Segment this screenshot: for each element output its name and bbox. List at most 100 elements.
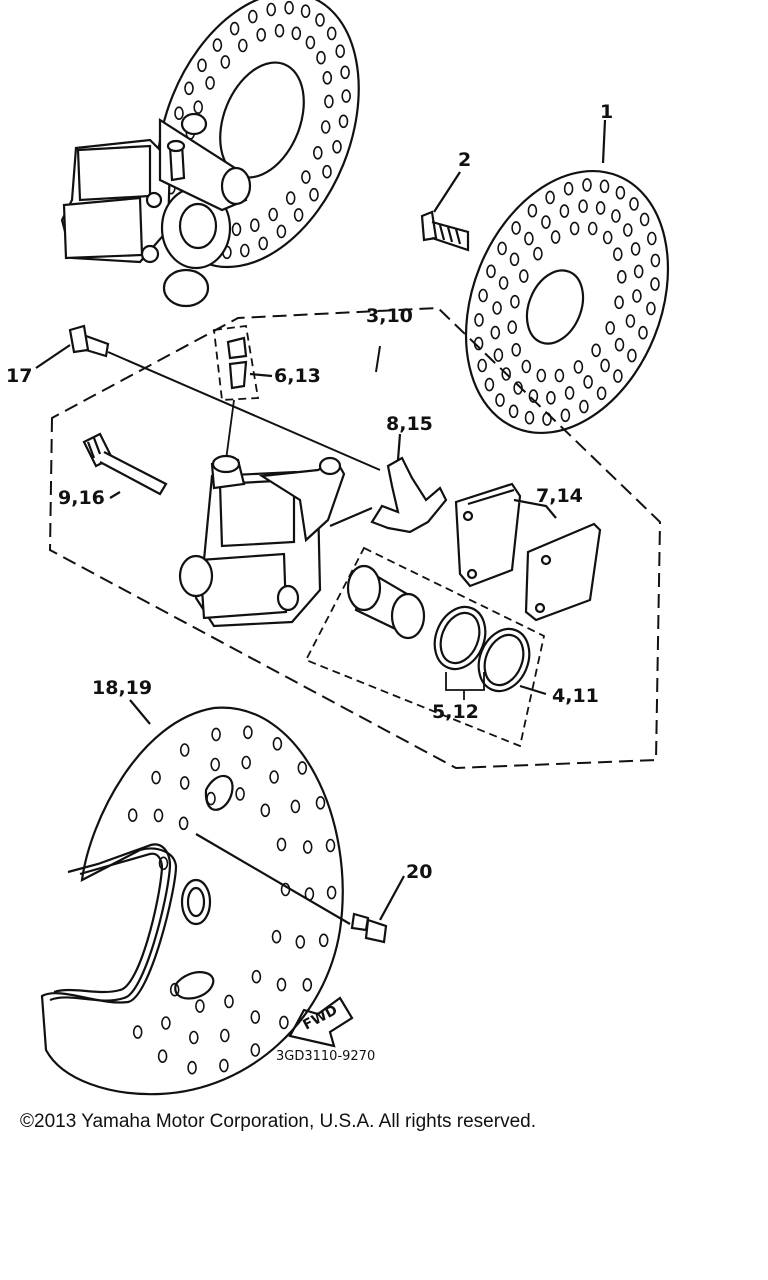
vent-hole bbox=[600, 358, 610, 373]
assembled-caliper bbox=[60, 112, 252, 308]
vent-hole bbox=[266, 2, 277, 17]
vent-hole bbox=[509, 252, 520, 267]
vent-hole bbox=[563, 181, 574, 196]
vent-hole bbox=[646, 301, 656, 316]
vent-hole bbox=[326, 885, 337, 900]
vent-hole bbox=[302, 977, 313, 992]
vent-hole bbox=[290, 799, 301, 814]
copyright-notice: ©2013 Yamaha Motor Corporation, U.S.A. A… bbox=[20, 1111, 536, 1132]
part-17-bolt bbox=[35, 324, 110, 369]
vent-hole bbox=[285, 191, 296, 205]
vent-hole bbox=[271, 929, 282, 944]
brake-parts-diagram: 1 2 3,10 17 6,13 8,15 9,16 7,14 18,19 4,… bbox=[6, 0, 670, 1096]
vent-hole bbox=[528, 389, 539, 403]
vent-hole bbox=[274, 23, 285, 38]
vent-hole bbox=[316, 50, 326, 65]
vent-hole bbox=[211, 727, 221, 742]
vent-hole bbox=[510, 294, 520, 309]
vent-hole bbox=[613, 369, 623, 383]
vent-hole bbox=[498, 276, 509, 290]
vent-hole bbox=[478, 288, 488, 303]
vent-hole bbox=[258, 236, 269, 251]
vent-hole bbox=[318, 933, 329, 948]
part-5-piston-seal bbox=[433, 605, 487, 671]
vent-hole bbox=[569, 221, 580, 236]
vent-hole bbox=[326, 26, 337, 41]
vent-hole bbox=[315, 13, 325, 27]
vent-hole bbox=[238, 38, 248, 53]
vent-hole bbox=[324, 94, 334, 109]
vent-hole bbox=[579, 399, 589, 414]
vent-hole bbox=[220, 55, 231, 69]
vent-hole bbox=[511, 221, 521, 235]
vent-hole bbox=[300, 4, 311, 18]
vent-hole bbox=[599, 179, 610, 194]
vent-hole bbox=[195, 999, 205, 1013]
vent-hole bbox=[279, 1015, 289, 1030]
vent-hole bbox=[302, 840, 313, 854]
vent-hole bbox=[256, 27, 267, 42]
vent-hole bbox=[187, 1060, 197, 1075]
vent-hole bbox=[627, 348, 637, 363]
callout-3-10: 3,10 bbox=[366, 305, 413, 327]
vent-hole bbox=[616, 269, 627, 284]
vent-hole bbox=[251, 969, 262, 984]
callout-5-12: 5,12 bbox=[432, 701, 479, 723]
vent-hole bbox=[596, 386, 607, 401]
vent-hole bbox=[212, 38, 223, 52]
vent-hole bbox=[206, 791, 216, 806]
vent-hole bbox=[325, 838, 336, 853]
callout-7-14: 7,14 bbox=[536, 485, 583, 507]
vent-hole bbox=[219, 1058, 229, 1073]
vent-hole bbox=[524, 231, 534, 246]
vent-hole bbox=[493, 348, 504, 362]
vent-hole bbox=[272, 736, 283, 751]
part-7-brake-pads bbox=[454, 482, 602, 622]
vent-hole bbox=[309, 187, 319, 202]
part-8-pad-support bbox=[370, 433, 448, 534]
vent-hole bbox=[501, 367, 512, 381]
vent-hole bbox=[490, 325, 501, 340]
vent-hole bbox=[646, 231, 657, 246]
vent-hole bbox=[250, 1010, 261, 1024]
vent-hole bbox=[260, 803, 271, 818]
vent-hole bbox=[605, 321, 616, 335]
vent-hole bbox=[291, 26, 302, 41]
vent-hole bbox=[248, 9, 258, 24]
vent-hole bbox=[335, 44, 346, 59]
vent-hole bbox=[312, 146, 323, 160]
vent-hole bbox=[541, 215, 551, 229]
part-2-bolt bbox=[420, 171, 470, 252]
piston-seal-group-outline bbox=[304, 546, 546, 748]
vent-hole bbox=[495, 393, 505, 407]
part-9-pin-bolt bbox=[82, 432, 168, 499]
callout-8-15: 8,15 bbox=[386, 413, 433, 435]
part-3-caliper-body bbox=[178, 454, 373, 628]
vent-hole bbox=[602, 230, 613, 245]
vent-hole bbox=[639, 212, 650, 227]
vent-hole bbox=[650, 277, 660, 291]
vent-hole bbox=[305, 35, 316, 50]
vent-hole bbox=[633, 264, 644, 279]
vent-hole bbox=[193, 100, 203, 114]
vent-hole bbox=[521, 359, 532, 374]
vent-hole bbox=[486, 264, 496, 279]
part-20-bolt bbox=[350, 875, 405, 944]
vent-hole bbox=[320, 120, 331, 134]
vent-hole bbox=[293, 208, 304, 222]
vent-hole bbox=[611, 209, 621, 223]
vent-hole bbox=[161, 1016, 171, 1030]
vent-hole bbox=[229, 21, 240, 36]
callout-20: 20 bbox=[406, 861, 432, 883]
vent-hole bbox=[564, 386, 575, 400]
vent-hole bbox=[284, 0, 294, 15]
vent-hole bbox=[158, 856, 169, 871]
vent-hole bbox=[545, 190, 555, 205]
vent-hole bbox=[322, 164, 332, 179]
vent-hole bbox=[650, 253, 661, 268]
vent-hole bbox=[497, 241, 507, 256]
vent-hole bbox=[179, 776, 190, 790]
drawing-code: 3GD3110-9270 bbox=[276, 1049, 375, 1064]
vent-hole bbox=[533, 246, 543, 261]
vent-hole bbox=[250, 218, 260, 232]
